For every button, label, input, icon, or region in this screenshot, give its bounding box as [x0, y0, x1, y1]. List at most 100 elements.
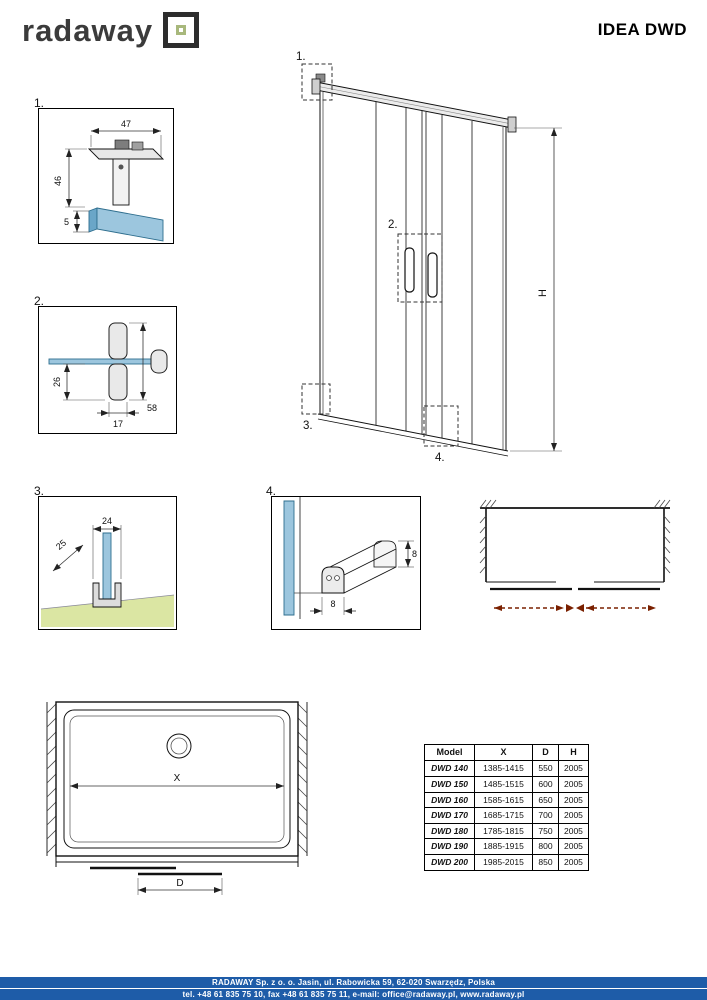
bottom-rail-profile [321, 540, 397, 594]
detail-1-drawing: 47 46 5 [53, 119, 165, 242]
h-cell: 2005 [558, 854, 589, 871]
detail-4-drawing: 8 8 [283, 497, 417, 619]
h-cell: 2005 [558, 838, 589, 855]
shower-tray [63, 709, 291, 849]
callout-1-label: 1. [296, 51, 306, 63]
door-panels-plan [486, 581, 664, 591]
table-row: DWD 180 1785-1815 750 2005 [424, 822, 589, 840]
table-row: DWD 150 1485-1515 600 2005 [424, 775, 589, 793]
dim-47: 47 [121, 119, 131, 129]
col-header-d: D [532, 743, 559, 762]
dim-24: 24 [102, 516, 112, 526]
width-dimension: X [70, 773, 284, 789]
detail-2-label: 2. [34, 294, 45, 308]
dim-8-width: 8 [330, 599, 335, 609]
detail-1-frame: 47 46 5 [38, 108, 174, 244]
width-label: X [174, 773, 181, 784]
table-row: DWD 200 1985-2015 850 2005 [424, 854, 589, 871]
table-row: DWD 190 1885-1915 800 2005 [424, 838, 589, 855]
col-header-h: H [558, 743, 589, 762]
model-cell: DWD 170 [424, 807, 475, 824]
model-cell: DWD 200 [424, 854, 475, 871]
main-elevation-drawing: 1. 2. 3. 4. H [296, 51, 562, 464]
x-cell: 1785-1815 [474, 822, 533, 840]
footer: RADAWAY Sp. z o. o. Jasin, ul. Rabowicka… [0, 977, 707, 1000]
detail-callouts: 1. 2. 3. 4. [296, 51, 459, 464]
dim-8-height: 8 [412, 549, 417, 559]
dim-top-47: 47 [90, 119, 162, 157]
logo-square-icon [163, 12, 200, 48]
h-cell: 2005 [558, 791, 589, 809]
h-cell: 2005 [558, 775, 589, 793]
dim-height-58: 58 [129, 322, 157, 413]
d-cell: 550 [532, 760, 559, 777]
dim-17: 17 [113, 419, 123, 429]
h-cell: 2005 [558, 760, 589, 777]
callout-box-2 [397, 233, 443, 303]
table-header-row: Model X D H [424, 743, 589, 762]
x-cell: 1485-1515 [474, 775, 533, 793]
radaway-logo: radaway [22, 12, 200, 48]
col-header-model: Model [424, 743, 475, 762]
x-cell: 1385-1415 [474, 760, 533, 777]
d-cell: 800 [532, 838, 559, 855]
table-row: DWD 170 1685-1715 700 2005 [424, 807, 589, 824]
top-view-schematic [479, 499, 671, 612]
model-cell: DWD 160 [424, 791, 475, 809]
callout-3-label: 3. [303, 420, 313, 432]
glass-section [102, 532, 112, 600]
top-profile-section [87, 139, 165, 206]
dim-width-24: 24 [92, 516, 122, 579]
model-cell: DWD 150 [424, 775, 475, 793]
d-cell: 700 [532, 807, 559, 824]
handle-section [108, 322, 168, 401]
model-cell: DWD 140 [424, 760, 475, 777]
walls [479, 499, 671, 582]
d-cell: 650 [532, 791, 559, 809]
table-row: DWD 160 1585-1615 650 2005 [424, 791, 589, 809]
col-header-x: X [474, 743, 533, 762]
bottom-guide-profile [92, 582, 122, 608]
dim-5: 5 [64, 217, 69, 227]
footer-address: RADAWAY Sp. z o. o. Jasin, ul. Rabowicka… [0, 977, 707, 988]
detail-4-frame: 8 8 [271, 496, 421, 630]
glass-panel [88, 207, 164, 242]
callout-box-1 [301, 63, 333, 101]
h-cell: 2005 [558, 807, 589, 824]
callout-4-label: 4. [435, 452, 445, 464]
detail-3-label: 3. [34, 484, 45, 498]
x-cell: 1885-1915 [474, 838, 533, 855]
dim-46: 46 [53, 176, 63, 186]
page-title: IDEA DWD [597, 20, 687, 39]
dim-bottom-17: 17 [97, 402, 139, 429]
detail-2-frame: 26 17 58 [38, 306, 177, 434]
d-cell: 600 [532, 775, 559, 793]
dim-width-8: 8 [310, 597, 356, 615]
callout-box-3 [301, 383, 331, 415]
door-label: D [176, 878, 183, 889]
dim-side-46: 46 [53, 148, 87, 208]
callout-2-label: 2. [388, 219, 398, 231]
model-cell: DWD 180 [424, 822, 475, 840]
dim-25: 25 [54, 538, 68, 552]
door-dimension: D [137, 878, 223, 895]
d-cell: 850 [532, 854, 559, 871]
detail-2-drawing: 26 17 58 [48, 322, 168, 429]
detail-3-frame: 24 25 [38, 496, 177, 630]
side-walls [46, 702, 308, 856]
footer-contact: tel. +48 61 835 75 10, fax +48 61 835 75… [0, 989, 707, 1000]
table-row: DWD 140 1385-1415 550 2005 [424, 760, 589, 777]
dim-58: 58 [147, 403, 157, 413]
dim-26: 26 [52, 377, 62, 387]
slide-direction-arrows [494, 604, 656, 612]
spec-table: Model X D H DWD 140 1385-1415 550 2005 D… [424, 743, 589, 871]
detail-3-drawing: 24 25 [40, 516, 175, 627]
dim-height-8: 8 [398, 540, 417, 568]
door-handles [404, 247, 438, 298]
plan-view-drawing: X D [46, 701, 308, 895]
dim-depth-25: 25 [52, 538, 84, 572]
dim-glass-5: 5 [64, 210, 89, 233]
glass-section [48, 358, 162, 365]
height-dimension: H [510, 127, 562, 452]
